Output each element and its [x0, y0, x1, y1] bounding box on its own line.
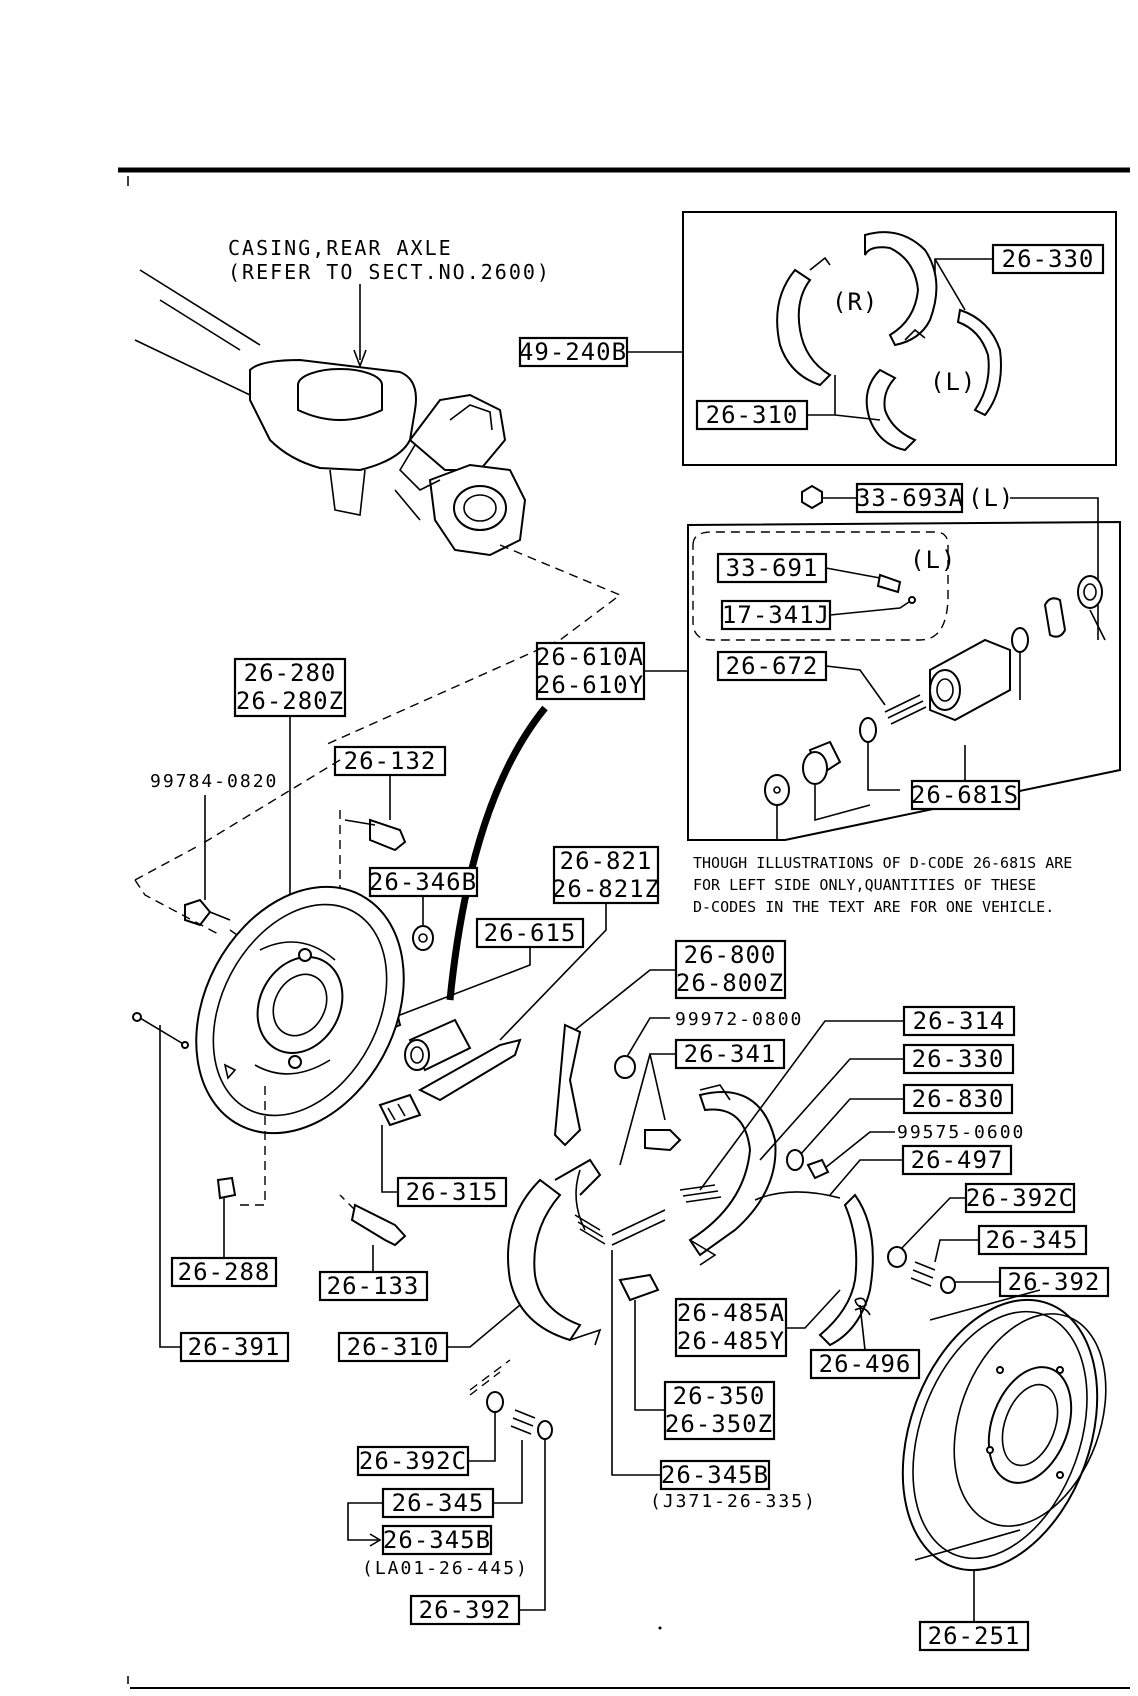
part-label-26-485a: 26-485A — [677, 1299, 785, 1327]
brake-shoe-right — [688, 1084, 777, 1266]
part-label-26-345-left: 26-345 — [392, 1489, 485, 1517]
part-label-26-497: 26-497 — [911, 1146, 1004, 1174]
backing-plate — [195, 885, 405, 1135]
side-mark-l-detail: (L) — [910, 546, 956, 574]
part-label-26-314: 26-314 — [913, 1007, 1006, 1035]
part-label-33-691: 33-691 — [726, 554, 819, 582]
part-code-99575-0600: 99575-0600 — [897, 1122, 1025, 1143]
brake-shoe-left — [507, 1158, 602, 1346]
part-label-26-315: 26-315 — [406, 1178, 499, 1206]
part-label-26-346b: 26-346B — [369, 868, 477, 896]
part-label-26-392c-right: 26-392C — [966, 1184, 1074, 1212]
brake-drum — [901, 1289, 1107, 1572]
part-box-26-485a[interactable] — [674, 1297, 788, 1358]
part-label-26-830: 26-830 — [912, 1085, 1005, 1113]
part-label-26-280z: 26-280Z — [236, 687, 344, 715]
part-label-26-350: 26-350 — [673, 1382, 766, 1410]
part-label-26-345-right: 26-345 — [986, 1226, 1079, 1254]
part-label-26-610y: 26-610Y — [536, 671, 644, 699]
part-code-99972-0800: 99972-0800 — [675, 1009, 803, 1030]
part-label-26-310-top: 26-310 — [706, 401, 799, 429]
shoe-set-frame — [682, 211, 1117, 466]
part-label-26-330-top: 26-330 — [1002, 245, 1095, 273]
part-label-26-672: 26-672 — [726, 652, 819, 680]
part-label-26-345b-left: 26-345B — [383, 1526, 491, 1554]
part-label-26-330-mid: 26-330 — [912, 1045, 1005, 1073]
ref-j371: (J371-26-335) — [650, 1491, 817, 1512]
note-line1: THOUGH ILLUSTRATIONS OF D-CODE 26-681S A… — [693, 854, 1072, 872]
ref-la01: (LA01-26-445) — [362, 1558, 529, 1579]
parking-lever — [818, 1193, 874, 1347]
part-label-26-392c-left: 26-392C — [359, 1447, 467, 1475]
leader-arrow — [446, 705, 548, 1001]
side-mark-r: (R) — [832, 288, 878, 316]
part-label-26-392-left: 26-392 — [419, 1596, 512, 1624]
part-label-26-288: 26-288 — [178, 1258, 271, 1286]
part-label-26-251: 26-251 — [928, 1622, 1021, 1650]
part-label-26-615: 26-615 — [484, 919, 577, 947]
note-line3: D-CODES IN THE TEXT ARE FOR ONE VEHICLE. — [693, 898, 1054, 916]
part-label-26-485y: 26-485Y — [677, 1327, 785, 1355]
part-label-33-693a: 33-693A — [856, 484, 964, 512]
part-label-49-240b: 49-240B — [519, 338, 627, 366]
wheel-cylinder — [404, 1018, 472, 1072]
part-code-99784-0820: 99784-0820 — [150, 771, 278, 792]
casing-label-line1: CASING,REAR AXLE — [228, 236, 453, 260]
part-label-26-133: 26-133 — [327, 1272, 420, 1300]
part-box-26-251[interactable] — [918, 1620, 1030, 1652]
part-label-26-681s: 26-681S — [911, 781, 1019, 809]
part-box-26-280[interactable] — [233, 657, 347, 718]
part-box-33-693a[interactable] — [855, 482, 964, 514]
part-box-26-345b-left[interactable] — [381, 1524, 493, 1556]
part-label-26-610a: 26-610A — [536, 643, 644, 671]
part-box-26-392-right[interactable] — [998, 1266, 1110, 1298]
part-label-26-280: 26-280 — [244, 659, 337, 687]
side-mark-l: (L) — [930, 368, 976, 396]
rear-axle-casing — [134, 269, 527, 557]
note-line2: FOR LEFT SIDE ONLY,QUANTITIES OF THESE — [693, 876, 1036, 894]
part-label-26-341: 26-341 — [684, 1040, 777, 1068]
brake-shoe-set-illustration — [776, 231, 1002, 452]
part-label-26-391: 26-391 — [188, 1333, 281, 1361]
part-box-26-346b[interactable] — [368, 866, 479, 898]
part-box-26-615[interactable] — [475, 917, 585, 949]
part-label-26-392-right: 26-392 — [1008, 1268, 1101, 1296]
part-label-17-341j: 17-341J — [722, 601, 830, 629]
part-label-26-310-mid: 26-310 — [347, 1333, 440, 1361]
part-box-26-496[interactable] — [809, 1348, 921, 1380]
part-label-26-821: 26-821 — [560, 847, 653, 875]
part-label-26-350z: 26-350Z — [665, 1410, 773, 1438]
part-label-26-132: 26-132 — [344, 747, 437, 775]
part-box-26-133[interactable] — [318, 1270, 429, 1302]
casing-label-line2: (REFER TO SECT.NO.2600) — [228, 260, 551, 284]
part-label-26-800: 26-800 — [684, 941, 777, 969]
part-label-26-345b-mid: 26-345B — [661, 1461, 769, 1489]
wheel-cylinder-exploded — [764, 573, 1103, 806]
part-box-26-392c-left[interactable] — [356, 1445, 470, 1477]
part-box-26-681s[interactable] — [910, 779, 1021, 811]
side-mark-l-fitting: (L) — [968, 484, 1014, 512]
part-label-26-800z: 26-800Z — [676, 969, 784, 997]
part-box-26-345b-mid[interactable] — [659, 1459, 771, 1491]
part-label-26-821z: 26-821Z — [552, 875, 660, 903]
part-box-26-345-right[interactable] — [977, 1224, 1088, 1256]
part-box-26-310-mid[interactable] — [337, 1331, 449, 1363]
part-label-26-496: 26-496 — [819, 1350, 912, 1378]
